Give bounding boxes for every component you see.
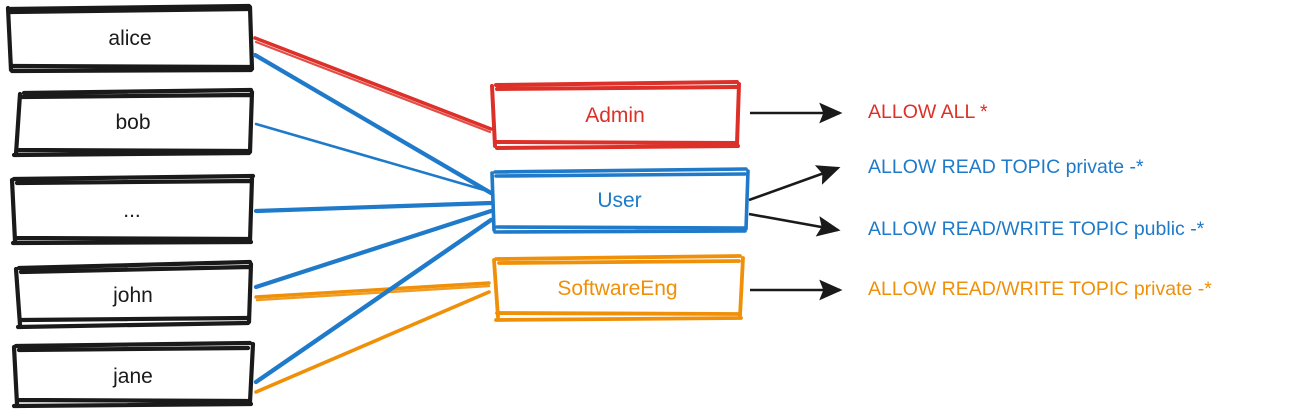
- link-jane-user: [253, 217, 494, 385]
- arrow-user-to-read-private: [748, 165, 841, 202]
- user-box-bob[interactable]: [11, 87, 255, 158]
- role-box-softwareeng[interactable]: [492, 254, 745, 322]
- link-john-softwareeng: [254, 281, 491, 302]
- link-alice-admin: [253, 36, 493, 134]
- permission-label-readwrite-public: ALLOW READ/WRITE TOPIC public -*: [868, 218, 1205, 240]
- permission-label-readwrite-private: ALLOW READ/WRITE TOPIC private -*: [868, 278, 1212, 300]
- permission-label-read-private: ALLOW READ TOPIC private -*: [868, 156, 1144, 178]
- permission-label-allow-all: ALLOW ALL *: [868, 101, 988, 123]
- link-jane-softwareeng: [254, 290, 491, 394]
- link-ellipsis-user: [253, 200, 494, 214]
- arrow-user-to-readwrite-public: [748, 212, 841, 237]
- role-box-admin[interactable]: [490, 80, 741, 150]
- link-alice-user: [252, 52, 494, 196]
- user-box-alice[interactable]: [5, 3, 255, 74]
- user-box-jane[interactable]: [11, 340, 256, 409]
- user-box-ellipsis[interactable]: [9, 173, 256, 246]
- user-box-john[interactable]: [13, 259, 254, 330]
- link-bob-user: [254, 122, 493, 194]
- role-box-user[interactable]: [490, 167, 750, 234]
- link-john-user: [253, 208, 494, 290]
